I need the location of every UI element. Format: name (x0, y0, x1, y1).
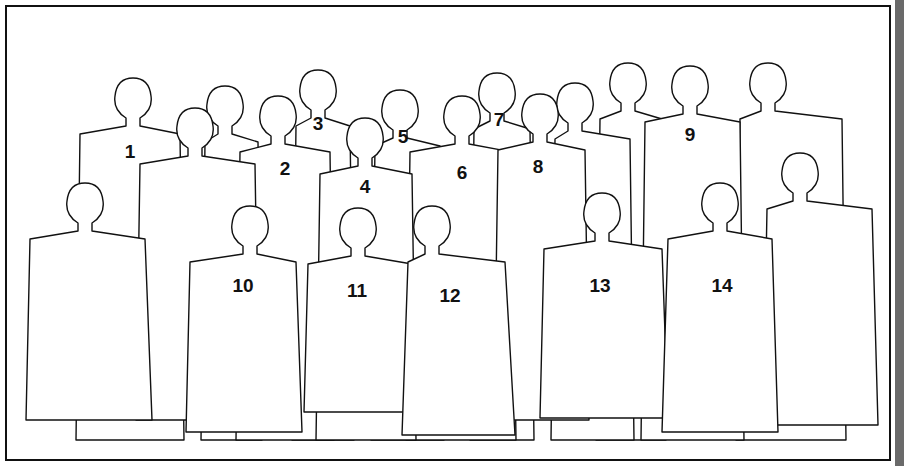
silhouettes (26, 63, 878, 440)
callout-number: 1 (125, 142, 136, 161)
callout-number: 9 (685, 125, 696, 144)
callout-number: 5 (398, 127, 409, 146)
callout-number: 10 (232, 276, 253, 295)
callout-number: 2 (280, 159, 291, 178)
callout-number: 12 (439, 286, 460, 305)
page-edge (895, 0, 904, 466)
person-outline (26, 183, 152, 420)
person-outline (763, 153, 878, 425)
person-outline (402, 206, 515, 435)
person-outline (186, 206, 302, 432)
person-outline (662, 183, 778, 432)
callout-number: 4 (360, 177, 371, 196)
callout-number: 14 (711, 276, 732, 295)
callout-number: 8 (533, 157, 544, 176)
callout-number: 13 (589, 276, 610, 295)
frame-border (6, 6, 890, 460)
callout-number: 7 (494, 110, 505, 129)
person-outline (540, 193, 668, 418)
callout-number: 3 (313, 114, 324, 133)
callout-number: 6 (457, 163, 468, 182)
person-outline (304, 208, 418, 412)
callout-number: 11 (347, 281, 367, 300)
